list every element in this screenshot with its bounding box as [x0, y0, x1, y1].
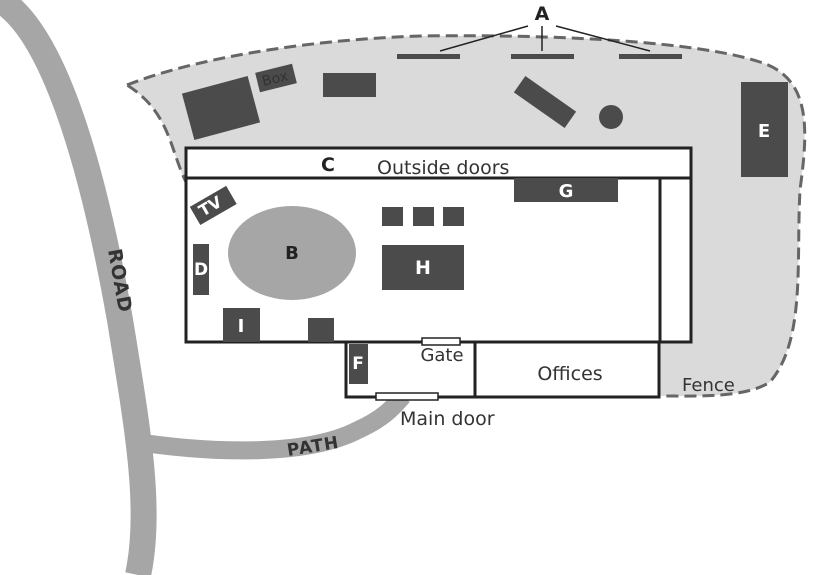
- label-d: D: [194, 260, 208, 280]
- tv-unit: [189, 185, 237, 226]
- area-h: [382, 245, 464, 290]
- area-e: [741, 82, 788, 177]
- label-f: F: [352, 354, 364, 374]
- offices-room: [473, 340, 661, 399]
- area-d: [193, 244, 209, 295]
- yard-table: [323, 73, 376, 97]
- outside-doors-label: Outside doors: [377, 157, 509, 179]
- seat-2: [413, 207, 434, 226]
- label-c: C: [321, 154, 335, 176]
- path: [128, 390, 410, 460]
- label-i: I: [238, 316, 245, 337]
- area-g: [514, 178, 618, 202]
- large-box-item: [181, 76, 261, 140]
- a-pointer-3: [555, 25, 651, 52]
- round-object: [599, 105, 623, 129]
- path-label: PATH: [286, 433, 341, 461]
- offices-label: Offices: [537, 363, 602, 385]
- main-door-marker: [375, 392, 439, 401]
- seat-1: [382, 207, 403, 226]
- area-i: [223, 308, 260, 342]
- label-a: A: [535, 3, 550, 25]
- main-door-label: Main door: [400, 408, 495, 430]
- road: [0, 0, 157, 575]
- area-f: [349, 344, 368, 384]
- side-corridor: [658, 176, 693, 344]
- label-e: E: [758, 121, 770, 142]
- a-segment-3: [619, 54, 682, 59]
- tilted-bench: [513, 76, 577, 128]
- box-label: Box: [260, 68, 289, 90]
- a-segment-1: [397, 54, 460, 59]
- area-b-table: [228, 206, 356, 300]
- a-pointer-1: [439, 25, 529, 52]
- label-g: G: [559, 181, 574, 202]
- box-tag: [255, 63, 297, 93]
- gate-label: Gate: [420, 345, 463, 366]
- gate-marker: [421, 337, 461, 346]
- outside-doors-strip: [184, 146, 693, 180]
- label-b: B: [285, 243, 299, 264]
- label-h: H: [415, 257, 431, 279]
- a-segment-2: [511, 54, 574, 59]
- fence-label: Fence: [682, 375, 735, 396]
- small-block: [308, 318, 334, 342]
- seat-3: [443, 207, 464, 226]
